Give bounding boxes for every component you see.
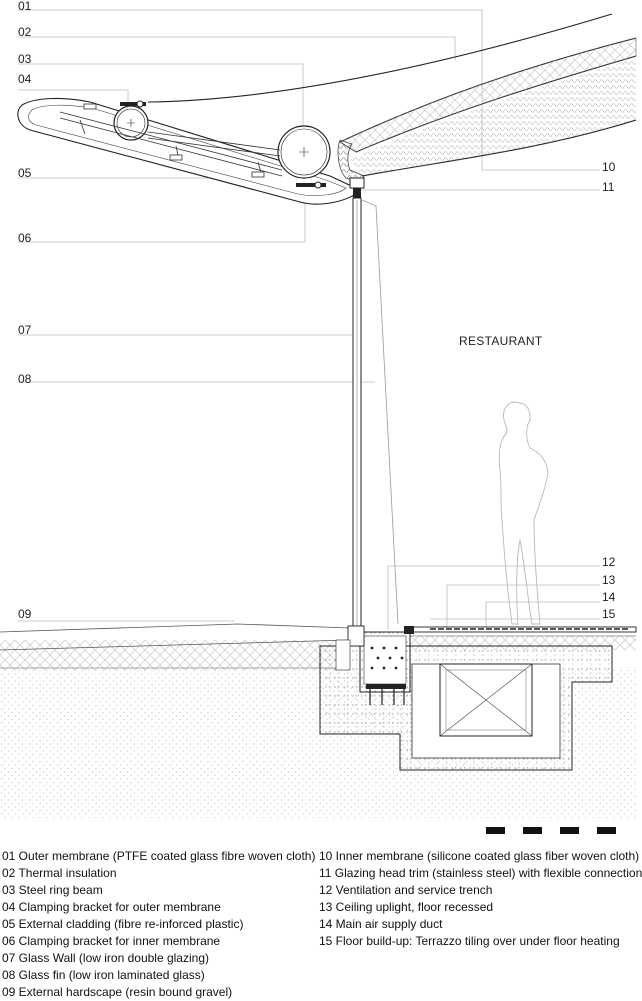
legend-item: 11 Glazing head trim (stainless steel) w…	[319, 866, 642, 880]
steel-ring-beam	[113, 105, 331, 179]
legend-item: 14 Main air supply duct	[319, 917, 443, 931]
external-cladding	[17, 97, 361, 205]
callout-07: 07	[18, 323, 32, 337]
callout-09: 09	[18, 607, 32, 621]
scale-bar	[486, 827, 617, 834]
foundation	[319, 625, 613, 771]
legend-item: 10 Inner membrane (silicone coated glass…	[319, 849, 640, 863]
legend-item: 09 External hardscape (resin bound grave…	[2, 985, 233, 999]
legend-item: 06 Clamping bracket for inner membrane	[2, 934, 221, 948]
leader-lines	[18, 9, 600, 630]
glazing-head-trim	[337, 139, 365, 200]
glass-wall	[352, 197, 399, 631]
callout-03: 03	[18, 52, 32, 66]
legend-item: 05 External cladding (fibre re-inforced …	[2, 917, 244, 931]
callout-04: 04	[18, 72, 32, 86]
legend-item: 03 Steel ring beam	[2, 883, 103, 897]
callout-11: 11	[602, 180, 615, 194]
clamping-brackets	[120, 100, 326, 189]
legend-item: 15 Floor build-up: Terrazzo tiling over …	[319, 934, 620, 948]
person-silhouette	[498, 401, 549, 625]
legend-right-column: 10 Inner membrane (silicone coated glass…	[319, 848, 642, 950]
callout-10: 10	[602, 160, 616, 174]
legend-item: 13 Ceiling uplight, floor recessed	[319, 900, 494, 914]
callout-05: 05	[18, 166, 32, 180]
room-label: RESTAURANT	[459, 334, 543, 348]
legend-left-column: 01 Outer membrane (PTFE coated glass fib…	[2, 848, 316, 1001]
callout-02: 02	[18, 25, 32, 39]
section-drawing	[0, 9, 637, 820]
legend-item: 01 Outer membrane (PTFE coated glass fib…	[2, 849, 316, 863]
callout-15: 15	[602, 607, 616, 621]
callout-06: 06	[18, 231, 32, 245]
callout-13: 13	[602, 573, 616, 587]
thermal-insulation	[339, 37, 637, 153]
legend-item: 12 Ventilation and service trench	[319, 883, 493, 897]
callout-08: 08	[18, 372, 32, 386]
callout-01: 01	[18, 0, 32, 13]
legend-item: 07 Glass Wall (low iron double glazing)	[2, 951, 209, 965]
callout-12: 12	[602, 555, 616, 569]
legend-item: 08 Glass fin (low iron laminated glass)	[2, 968, 205, 982]
legend-item: 04 Clamping bracket for outer membrane	[2, 900, 221, 914]
callout-14: 14	[602, 590, 616, 604]
legend-item: 02 Thermal insulation	[2, 866, 117, 880]
support-struts	[59, 103, 283, 178]
